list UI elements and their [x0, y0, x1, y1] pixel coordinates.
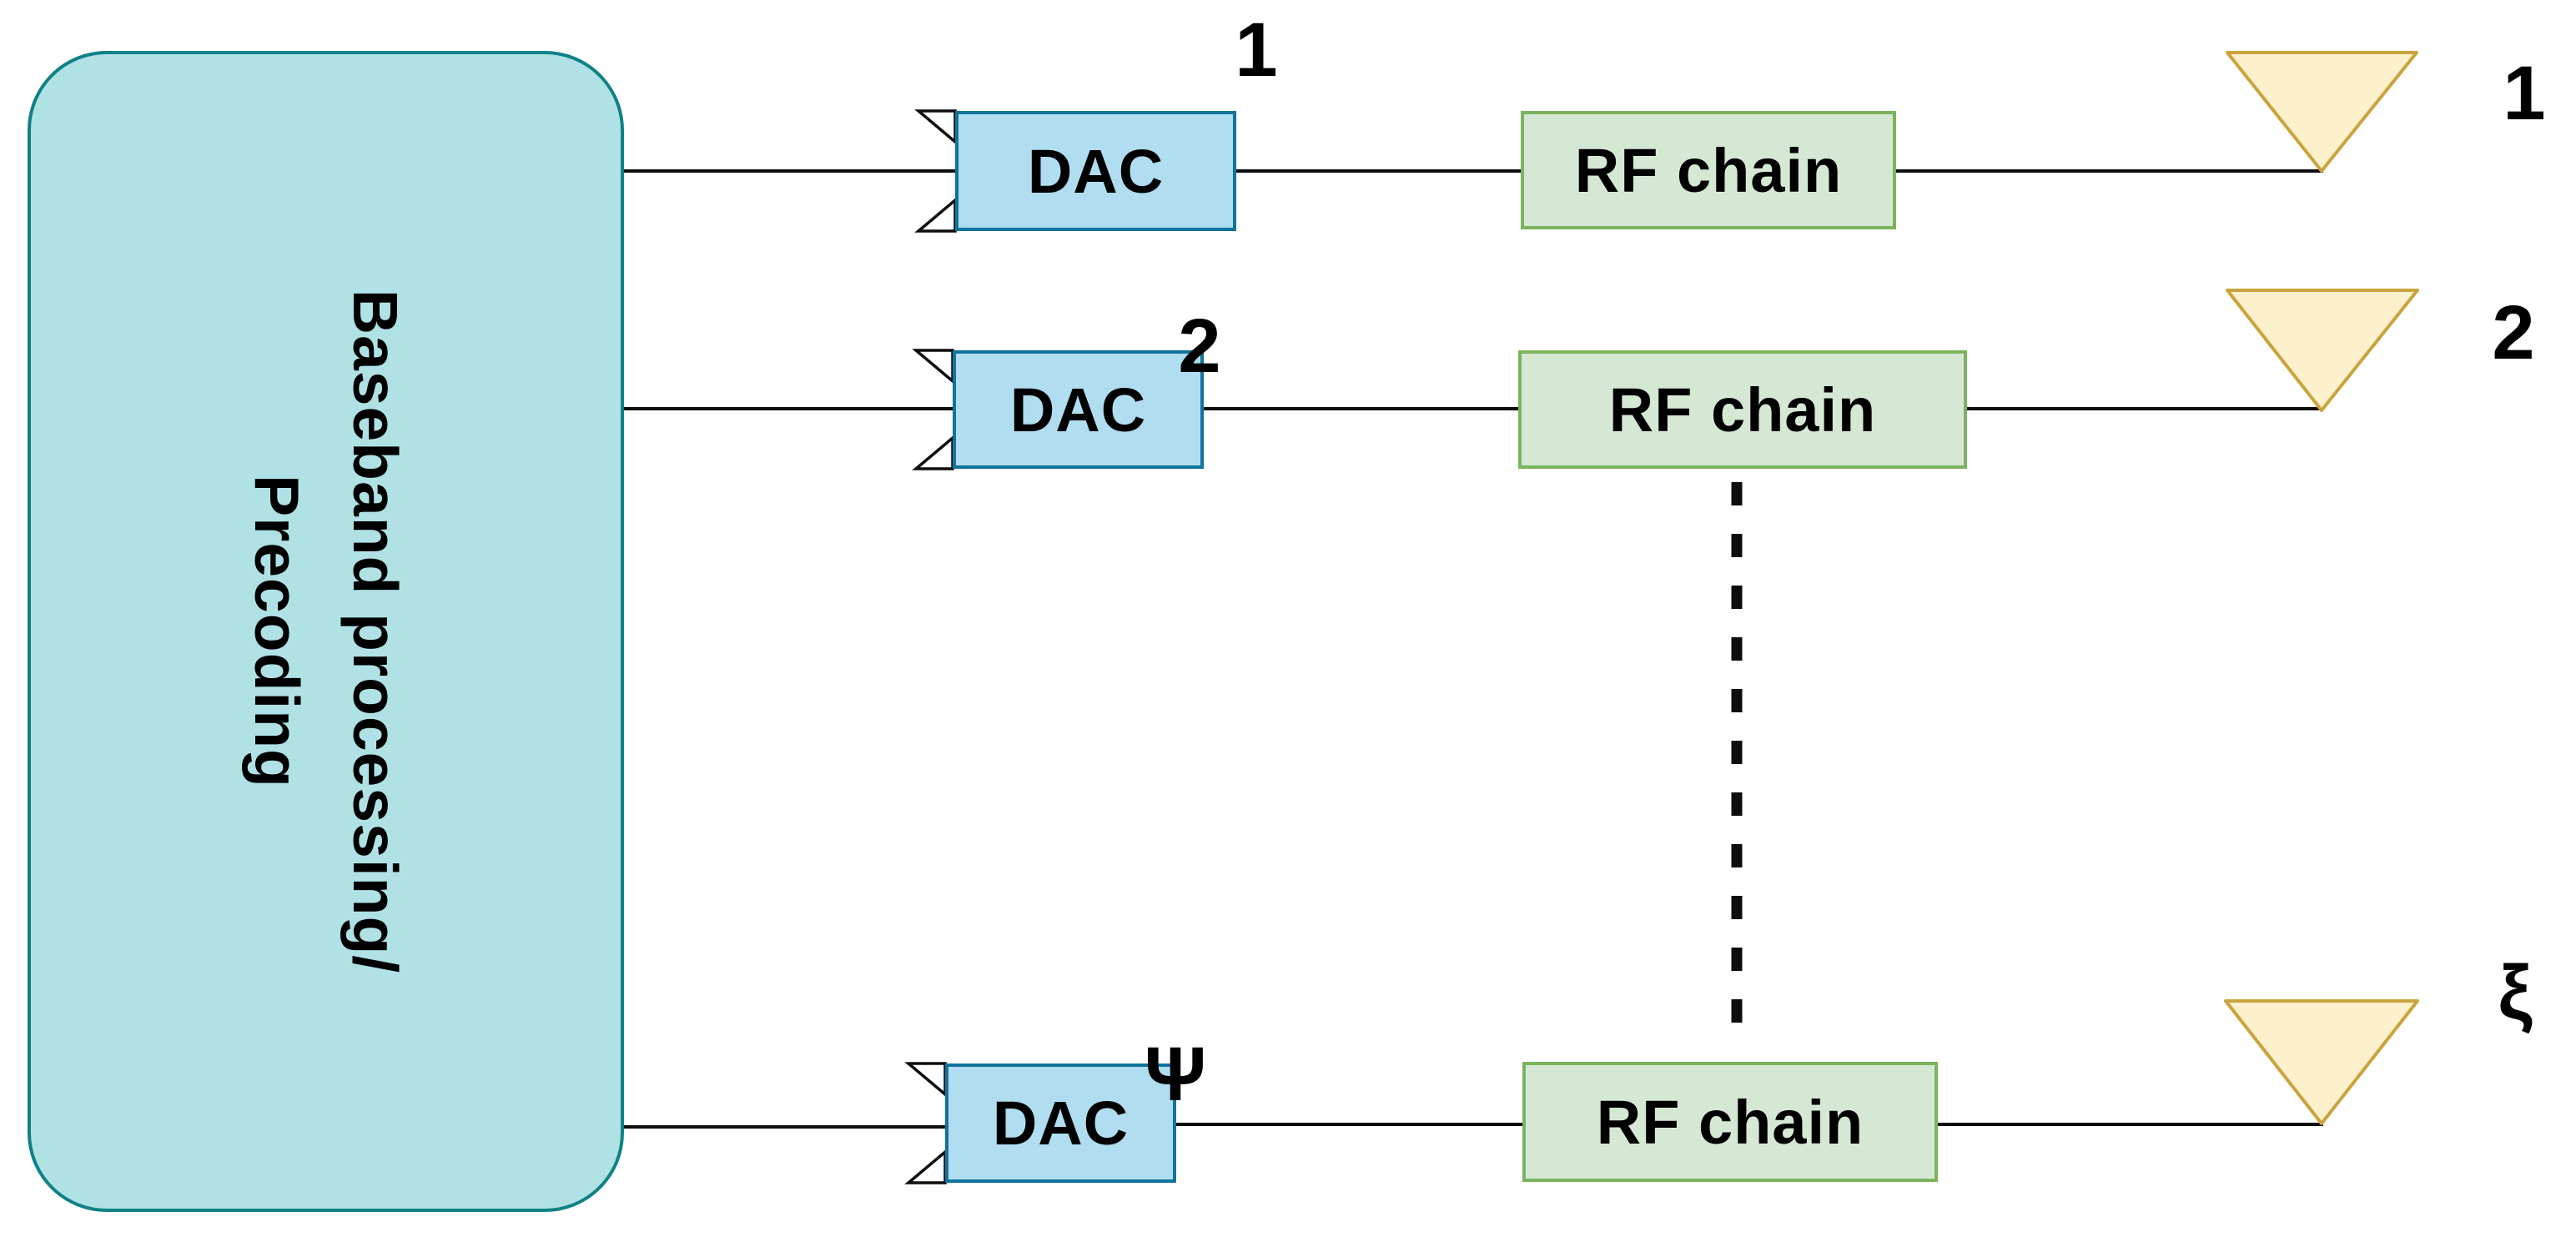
antenna-icon [2224, 999, 2419, 1125]
rf-chain-label: RF chain [1596, 1087, 1864, 1157]
antenna-icon [2226, 289, 2419, 412]
antenna-index-label-3: ξ [2498, 950, 2533, 1035]
baseband-label-line1: Baseband processing/ [340, 289, 410, 974]
dac-input-notch-bottom-icon [904, 1149, 947, 1184]
antenna-index-label-1: 1 [2503, 51, 2546, 136]
baseband-block-label: Baseband processing/ Precoding [228, 289, 425, 973]
dac-input-notch-top-icon [904, 1062, 947, 1098]
rf-chain-block-1: RF chain [1521, 111, 1896, 229]
dac-index-label-3: Ψ [1144, 1032, 1207, 1117]
antenna-index-label-2: 2 [2492, 290, 2535, 375]
dac-input-notch-bottom-icon [914, 197, 957, 233]
rf-chain-label: RF chain [1574, 135, 1843, 205]
dac-index-label-2: 2 [1178, 304, 1221, 389]
dac-input-notch-top-icon [912, 349, 954, 385]
dac-index-label-1: 1 [1235, 8, 1278, 93]
dac-block-3: DAC [945, 1063, 1176, 1183]
dac-input-notch-bottom-icon [912, 435, 954, 470]
dac-block-2: DAC [953, 350, 1204, 469]
baseband-label-line2: Precoding [241, 475, 312, 788]
dac-input-notch-top-icon [914, 109, 957, 145]
rf-chain-label: RF chain [1608, 375, 1877, 445]
antenna-icon [2226, 51, 2418, 173]
dac-block-label: DAC [1027, 136, 1165, 206]
rf-chain-block-3: RF chain [1522, 1062, 1938, 1182]
rf-chain-block-2: RF chain [1518, 350, 1967, 469]
baseband-processing-block: Baseband processing/ Precoding [28, 51, 624, 1212]
dac-block-label: DAC [992, 1089, 1130, 1158]
dac-block-label: DAC [1009, 375, 1147, 445]
dac-block-1: DAC [955, 111, 1236, 231]
